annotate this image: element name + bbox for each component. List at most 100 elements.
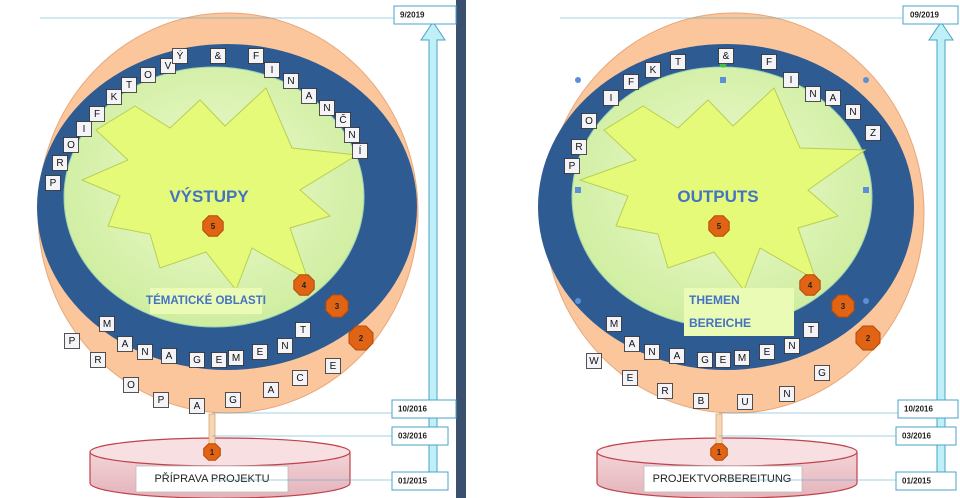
letter-tile: N — [644, 344, 660, 360]
letter-tile: O — [581, 113, 597, 129]
letter-tile-label: E — [257, 347, 264, 358]
letter-tile: N — [319, 100, 335, 116]
letter-tile-label: F — [253, 51, 259, 62]
letter-tile: N — [283, 73, 299, 89]
svg-text:01/2015: 01/2015 — [398, 477, 427, 486]
explosion-star-shape — [80, 87, 359, 292]
letter-tile: T — [670, 54, 686, 70]
base-label: PROJEKTVORBEREITUNG — [653, 473, 792, 485]
svg-text:09/2019: 09/2019 — [910, 11, 939, 20]
letter-tile: E — [325, 358, 341, 374]
badge-number: 3 — [841, 302, 846, 311]
letter-tile: R — [90, 352, 106, 368]
letter-tile: E — [252, 344, 268, 360]
letter-tile-label: N — [648, 347, 655, 358]
date-box-top: 09/2019 — [902, 5, 959, 25]
letter-tile-label: B — [698, 396, 705, 407]
center-title: VÝSTUPY — [169, 187, 249, 206]
letter-tile: N — [137, 344, 153, 360]
letter-tile-label: E — [627, 373, 634, 384]
letter-tile-label: O — [144, 70, 152, 81]
letter-tile: P — [45, 175, 61, 191]
letter-tile-label: A — [268, 385, 275, 396]
octagon-badge-icon: 2 — [348, 325, 374, 351]
letter-tile-label: T — [675, 57, 681, 68]
letter-tile: R — [571, 139, 587, 155]
letter-tile: G — [189, 352, 205, 368]
letter-tile-label: N — [849, 107, 856, 118]
letter-tile-label: N — [348, 130, 355, 141]
letter-tile: Ý — [172, 48, 188, 64]
letter-tile: N — [277, 338, 293, 354]
letter-tile-label: N — [809, 89, 816, 100]
octagon-badge-icon: 5 — [708, 215, 730, 237]
letter-tile: A — [624, 336, 640, 352]
explosion-star-shape[interactable] — [578, 87, 867, 292]
badge-number: 2 — [866, 334, 871, 343]
letter-tile: & — [210, 48, 226, 64]
svg-text:10/2016: 10/2016 — [904, 405, 933, 414]
letter-tile-label: A — [306, 91, 313, 102]
badge-number: 4 — [808, 281, 813, 290]
badge-number: 5 — [211, 222, 216, 231]
letter-tile: E — [759, 344, 775, 360]
letter-tile: F — [761, 54, 777, 70]
letter-tile-label: U — [741, 397, 748, 408]
octagon-badge-icon: 3 — [325, 294, 349, 318]
octagon-badge-icon: 5 — [202, 215, 224, 237]
letter-tile-label: N — [281, 341, 288, 352]
letter-tile: A — [301, 88, 317, 104]
letter-tile-label: R — [575, 142, 582, 153]
badge-number: 3 — [335, 302, 340, 311]
stem-connector — [208, 413, 216, 449]
letter-tile-label: E — [330, 361, 337, 372]
letter-tile: M — [734, 350, 750, 366]
letter-tile-label: A — [122, 339, 129, 350]
letter-tile: N — [344, 127, 360, 143]
letter-tile: P — [153, 392, 169, 408]
letter-tile: V — [160, 58, 176, 74]
letter-tile: A — [825, 90, 841, 106]
letter-tile: W — [586, 353, 602, 369]
letter-tile-label: O — [585, 116, 593, 127]
letter-tile-label: E — [764, 347, 771, 358]
letter-tile-label: M — [232, 353, 240, 364]
letter-tile: F — [623, 74, 639, 90]
letter-tile-label: P — [569, 161, 576, 172]
letter-tile: T — [295, 322, 311, 338]
letter-tile-label: R — [94, 355, 101, 366]
letter-tile: N — [805, 86, 821, 102]
letter-tile-label: P — [69, 336, 76, 347]
badge-number: 4 — [302, 281, 307, 290]
letter-tile-label: I — [610, 93, 613, 104]
left-panel: VÝSTUPY TÉMATICKÉ OBLASTI PŘÍPRAVA PROJE… — [37, 5, 457, 498]
letter-tile-label: E — [720, 355, 727, 366]
letter-tile: A — [117, 336, 133, 352]
letter-tile: I — [603, 90, 619, 106]
date-box-bottom: 01/2015 — [895, 471, 957, 491]
letter-tile-label: Í — [359, 144, 362, 157]
letter-tile-label: G — [701, 355, 709, 366]
letter-tile-label: F — [628, 77, 634, 88]
letter-tile: Í — [352, 143, 368, 159]
badge-number: 1 — [210, 448, 215, 457]
subtitle-line-1: THEMEN — [689, 293, 740, 307]
pane-divider[interactable] — [456, 0, 466, 498]
letter-tile: F — [89, 106, 105, 122]
letter-tile: I — [783, 72, 799, 88]
letter-tile: N — [845, 104, 861, 120]
letter-tile: R — [657, 383, 673, 399]
octagon-badge-icon: 4 — [293, 274, 315, 296]
letter-tile-label: P — [158, 395, 165, 406]
letter-tile: M — [99, 316, 115, 332]
letter-tile-label: F — [94, 109, 100, 120]
letter-tile: K — [645, 62, 661, 78]
letter-tile: R — [52, 155, 68, 171]
badge-number: 5 — [717, 222, 722, 231]
letter-tile-label: Z — [870, 128, 876, 139]
letter-tile-label: E — [216, 355, 223, 366]
letter-tile: E — [715, 352, 731, 368]
